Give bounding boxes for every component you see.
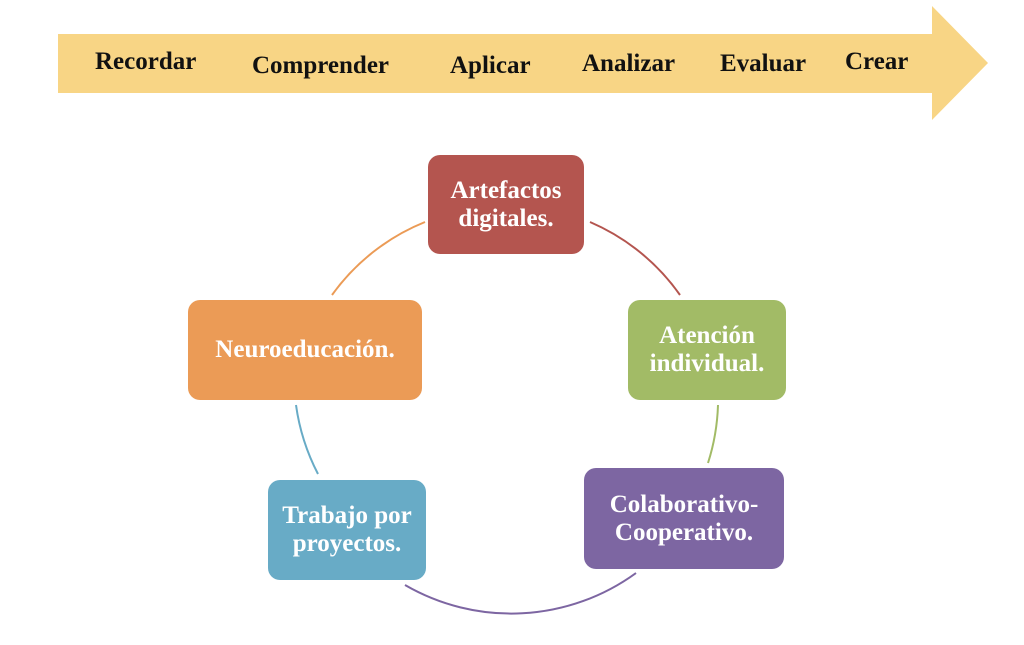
step-comprender: Comprender <box>252 52 390 79</box>
connector-arc-atencion-colaborativo <box>707 404 719 464</box>
node-colaborativo-cooperativo: Colaborativo-Cooperativo. <box>584 468 784 569</box>
step-analizar: Analizar <box>582 50 676 77</box>
step-crear: Crear <box>845 48 909 75</box>
step-evaluar: Evaluar <box>720 50 807 77</box>
bloom-arrow <box>58 6 988 120</box>
node-neuroeducacion: Neuroeducación. <box>188 300 422 400</box>
step-recordar: Recordar <box>95 48 197 75</box>
node-trabajo-por-proyectos: Trabajo por proyectos. <box>268 480 426 580</box>
node-artefactos-digitales: Artefactos digitales. <box>428 155 584 254</box>
connector-arc-neuro-artefactos <box>331 221 426 296</box>
node-atencion-individual: Atención individual. <box>628 300 786 400</box>
step-aplicar: Aplicar <box>450 52 531 79</box>
connector-arc-artefactos-atencion <box>589 221 681 296</box>
connector-arc-trabajo-neuro <box>295 404 319 475</box>
connector-arc-colaborativo-trabajo <box>404 572 637 615</box>
